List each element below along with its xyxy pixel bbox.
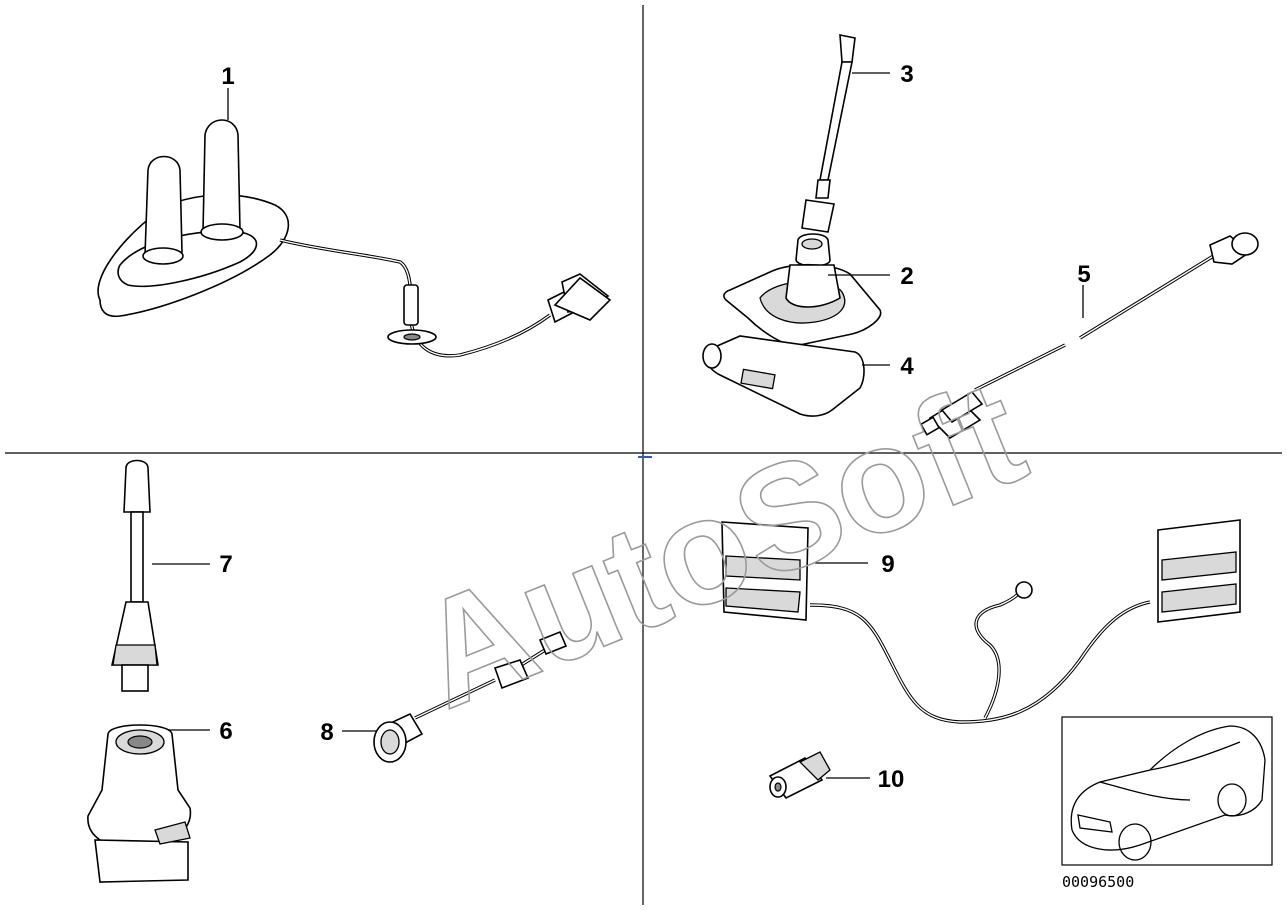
part-1-roof-antenna[interactable] <box>97 119 612 358</box>
part-10-coax-adapter[interactable] <box>768 751 831 800</box>
part-8-adapter-cable[interactable] <box>373 630 568 763</box>
label-3: 3 <box>900 61 913 88</box>
label-8: 8 <box>320 719 333 746</box>
part-4-antenna-amplifier[interactable] <box>702 335 865 417</box>
label-6: 6 <box>219 718 232 745</box>
label-9: 9 <box>881 551 894 578</box>
label-1: 1 <box>221 63 234 90</box>
part-9-window-antenna[interactable] <box>721 519 1241 724</box>
watermark: AutoSoft <box>395 347 1045 740</box>
part-6-antenna-mount[interactable] <box>87 724 192 883</box>
label-7: 7 <box>219 551 232 578</box>
label-10: 10 <box>878 766 905 793</box>
part-2-antenna-base[interactable] <box>723 233 882 347</box>
label-2: 2 <box>900 263 913 290</box>
label-5: 5 <box>1077 261 1090 288</box>
part-3-antenna-rod[interactable] <box>801 34 856 233</box>
label-4: 4 <box>900 353 914 380</box>
part-5-antenna-cable[interactable] <box>919 232 1259 440</box>
vehicle-thumbnail <box>1061 716 1273 866</box>
part-7-rod-antenna[interactable] <box>111 459 159 692</box>
reference-number: 00096500 <box>1062 873 1134 891</box>
